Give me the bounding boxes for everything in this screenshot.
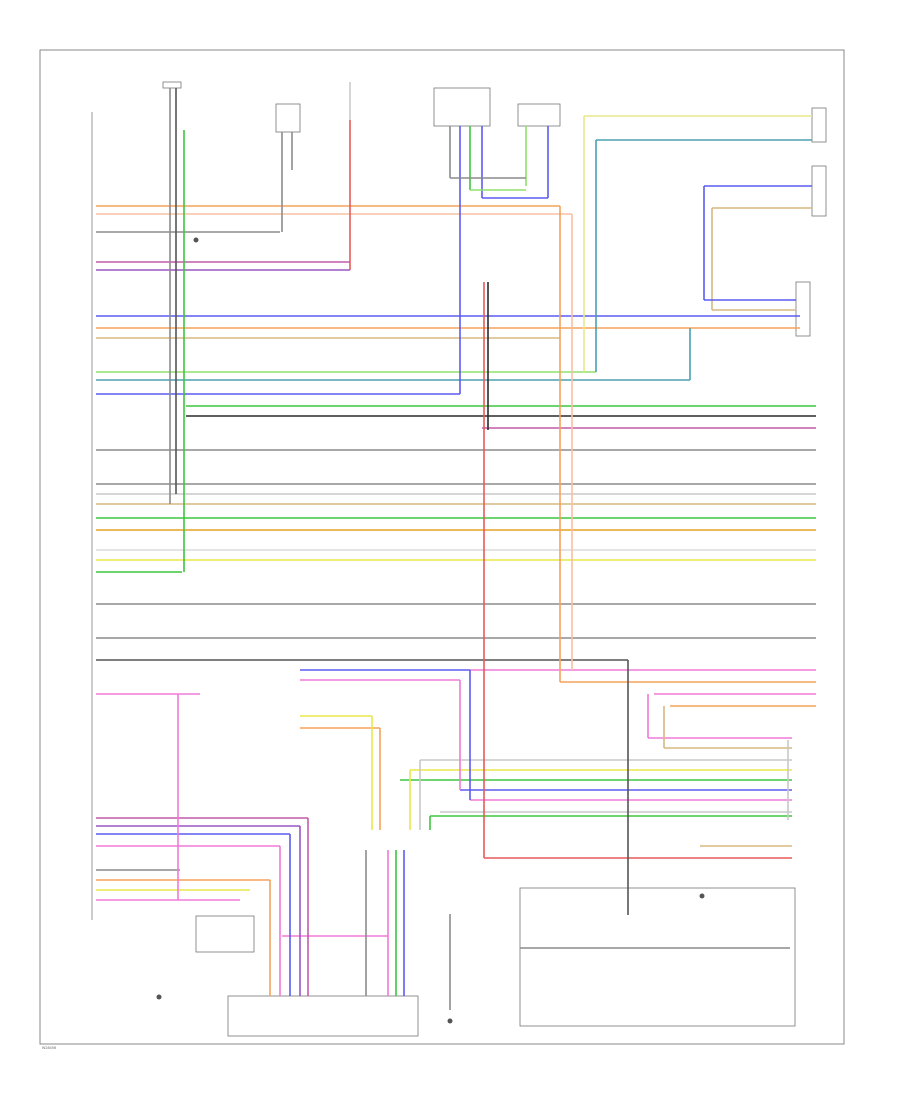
right-front-speaker-box xyxy=(795,281,811,337)
right-connector-top xyxy=(811,107,827,143)
vertical-wires xyxy=(169,88,789,1010)
left-front-door-box xyxy=(433,87,491,127)
instrument-cluster-box xyxy=(162,81,182,89)
ground-symbols xyxy=(156,237,705,1024)
diagram-frame xyxy=(39,49,845,1045)
top-right-connectors xyxy=(450,115,812,311)
ground-dot-left-bottom xyxy=(156,994,162,1000)
horizontal-wires xyxy=(96,205,816,949)
diagram-id: W28456 xyxy=(42,1046,56,1050)
bottom-center-connector xyxy=(227,995,419,1037)
lower-body-module-box xyxy=(275,103,301,133)
bottom-left-module-box xyxy=(195,915,255,953)
left-front-window-switch-box xyxy=(517,103,561,127)
bottom-right-module-box xyxy=(519,887,796,1027)
ground-dot-right-bottom xyxy=(699,893,705,899)
right-connector-upper xyxy=(811,165,827,217)
ground-dot-left-upper xyxy=(193,237,199,243)
ground-dot-center-bottom xyxy=(447,1018,453,1024)
